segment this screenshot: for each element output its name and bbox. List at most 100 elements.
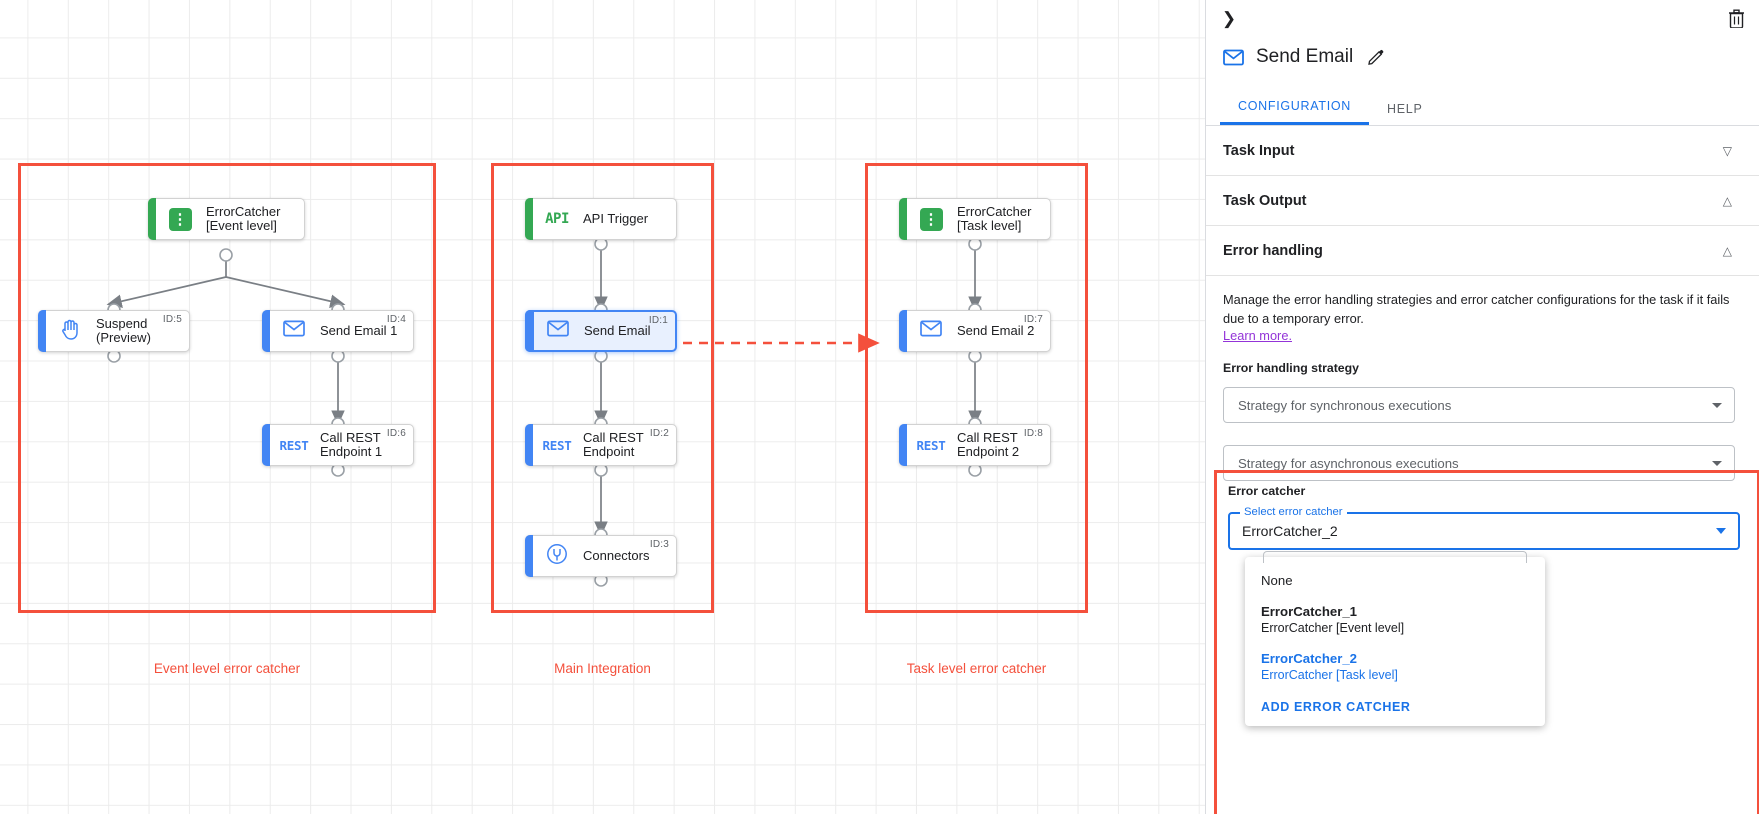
group-caption: Task level error catcher: [906, 661, 1047, 676]
trash-icon[interactable]: [1725, 7, 1747, 29]
node-accent-bar: [262, 424, 270, 466]
node-accent-bar: [148, 198, 156, 240]
node-id: ID:8: [1023, 428, 1043, 439]
node-label: Call REST Endpoint 2: [957, 430, 1020, 459]
dropdown-option[interactable]: None: [1245, 565, 1545, 596]
node-id: ID:5: [162, 314, 182, 325]
node-label: ErrorCatcher [Event level]: [206, 204, 281, 233]
select-error-catcher-label: Select error catcher: [1240, 506, 1347, 518]
node-accent-bar: [525, 535, 533, 577]
pencil-icon[interactable]: [1367, 48, 1385, 66]
chevron-down-icon: [1712, 402, 1722, 408]
error-handling-description: Manage the error handling strategies and…: [1223, 292, 1730, 326]
node-accent-bar: [525, 424, 533, 466]
workflow-canvas[interactable]: Event level error catcher Main Integratio…: [0, 0, 1205, 814]
section-title: Task Input: [1223, 142, 1295, 159]
hand-icon: [60, 318, 81, 345]
node-api-trigger[interactable]: API API Trigger: [525, 198, 677, 240]
node-accent-bar: [525, 310, 534, 352]
node-suspend-preview[interactable]: Suspend (Preview) ID:5: [38, 310, 190, 352]
rest-icon: REST: [542, 437, 572, 453]
node-id: ID:3: [649, 539, 669, 550]
chevron-up-icon: △: [1722, 243, 1732, 258]
learn-more-link[interactable]: Learn more.: [1223, 328, 1292, 343]
section-title: Error handling: [1223, 242, 1323, 259]
node-errorcatcher-task-level[interactable]: ⋮ ErrorCatcher [Task level]: [899, 198, 1051, 240]
node-id: ID:6: [386, 428, 406, 439]
group-caption: Event level error catcher: [153, 661, 301, 676]
group-box: [491, 163, 714, 613]
panel-tabs: CONFIGURATION HELP: [1206, 92, 1759, 126]
connectors-icon: [546, 543, 568, 570]
chevron-down-icon: [1712, 460, 1722, 466]
chevron-down-icon: [1716, 528, 1726, 534]
api-icon: API: [545, 211, 569, 227]
error-catcher-icon: ⋮: [919, 207, 943, 231]
mail-icon: [547, 320, 569, 342]
async-strategy-select[interactable]: Strategy for asynchronous executions: [1223, 445, 1735, 481]
group-caption: Main Integration: [554, 661, 651, 676]
node-id: ID:7: [1023, 314, 1043, 325]
group-box: [18, 163, 436, 613]
select-error-catcher-field[interactable]: Select error catcher ErrorCatcher_2: [1228, 506, 1740, 550]
dropdown-option-primary: ErrorCatcher_1: [1261, 604, 1358, 619]
group-box: [865, 163, 1088, 613]
node-accent-bar: [38, 310, 46, 352]
error-catcher-label: Error catcher: [1228, 484, 1306, 498]
node-accent-bar: [525, 198, 533, 240]
panel-topbar: ❯: [1206, 0, 1759, 38]
chevron-up-icon: △: [1722, 193, 1732, 208]
tab-configuration[interactable]: CONFIGURATION: [1220, 99, 1370, 125]
chevron-right-icon[interactable]: ❯: [1221, 9, 1237, 28]
node-label: ErrorCatcher [Task level]: [957, 204, 1032, 233]
node-label: API Trigger: [583, 211, 649, 226]
node-id: ID:2: [649, 428, 669, 439]
node-call-rest-endpoint[interactable]: REST Call REST Endpoint ID:2: [525, 424, 677, 466]
async-strategy-value: Strategy for asynchronous executions: [1238, 455, 1459, 471]
node-id: ID:4: [386, 314, 406, 325]
node-label: Connectors: [583, 548, 650, 563]
select-error-catcher-value: ErrorCatcher_2: [1242, 523, 1338, 539]
tab-help[interactable]: HELP: [1387, 102, 1423, 116]
mail-icon: [283, 320, 305, 342]
node-accent-bar: [899, 198, 907, 240]
node-accent-bar: [262, 310, 270, 352]
rest-icon: REST: [279, 437, 309, 453]
section-error-handling[interactable]: Error handling △: [1206, 226, 1759, 276]
chevron-down-icon: ▽: [1722, 143, 1732, 158]
sync-strategy-select[interactable]: Strategy for synchronous executions: [1223, 387, 1735, 423]
node-errorcatcher-event-level[interactable]: ⋮ErrorCatcher [Event level]: [148, 198, 305, 240]
dropdown-ghost-outline: [1263, 551, 1527, 563]
node-label: Send Email 1: [320, 323, 398, 338]
node-label: Suspend (Preview): [96, 316, 151, 345]
node-label: Send Email: [584, 323, 651, 338]
add-error-catcher-button[interactable]: ADD ERROR CATCHER: [1261, 700, 1411, 714]
node-label: Call REST Endpoint: [583, 430, 644, 459]
node-label: Send Email 2: [957, 323, 1035, 338]
node-accent-bar: [899, 310, 907, 352]
sync-strategy-value: Strategy for synchronous executions: [1238, 397, 1452, 413]
node-label: Call REST Endpoint 1: [320, 430, 383, 459]
dropdown-option-primary: ErrorCatcher_2: [1261, 651, 1358, 666]
section-task-output[interactable]: Task Output△: [1206, 176, 1759, 226]
dropdown-option-primary: None: [1261, 573, 1293, 588]
node-accent-bar: [899, 424, 907, 466]
error-handling-body: Manage the error handling strategies and…: [1206, 276, 1759, 481]
mail-icon: [1222, 46, 1244, 68]
rest-icon: REST: [916, 437, 946, 453]
task-config-panel: ❯ Send Email: [1205, 0, 1759, 814]
error-catcher-highlight-box: Error catcher Select error catcher Error…: [1214, 470, 1759, 814]
error-handling-strategy-label: Error handling strategy: [1223, 361, 1359, 375]
panel-title-row: Send Email: [1206, 38, 1759, 76]
node-id: ID:1: [648, 315, 668, 326]
section-task-input[interactable]: Task Input ▽: [1206, 126, 1759, 176]
